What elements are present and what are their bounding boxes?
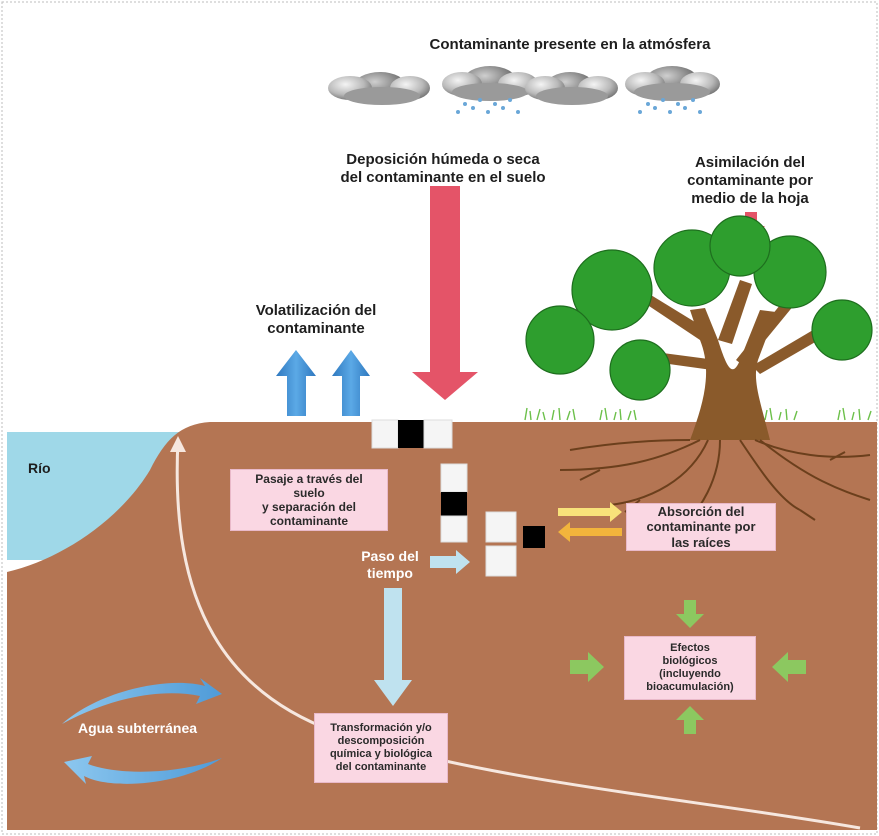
passage-line-2: suelo (293, 485, 325, 500)
time-arrow-down (374, 588, 412, 706)
absorption-box: Absorción del contaminante por las raíce… (626, 503, 776, 551)
effects-line-3: (incluyendo (659, 668, 721, 680)
atmosphere-label: Contaminante presente en la atmósfera (429, 36, 711, 53)
effects-line-1: Efectos (670, 642, 710, 655)
effects-line-2: biológicos (662, 655, 718, 668)
volatilization-line-1: Volatilización del (255, 302, 377, 319)
time-line-2: tiempo (367, 564, 413, 581)
effects-arrow-left (570, 652, 604, 682)
effects-box: Efectos biológicos (incluyendo bioacumul… (624, 636, 756, 700)
deposition-arrow (412, 186, 478, 400)
volatilization-line-2: contaminante (267, 320, 365, 337)
cloud-1 (328, 72, 430, 105)
cloud-4 (625, 66, 720, 101)
absorption-line-3: las raíces (671, 534, 731, 550)
cloud-2 (442, 66, 538, 101)
assimilation-line-2: contaminante por (687, 172, 813, 189)
river-label: Río (28, 460, 51, 476)
groundwater-label: Agua subterránea (78, 720, 198, 736)
passage-box: Pasaje a través del suelo y separación d… (230, 469, 388, 531)
absorption-arrow-left (558, 522, 622, 542)
assimilation-label: Asimilación del contaminante por medio d… (670, 154, 830, 208)
time-line-1: Paso del (361, 548, 419, 564)
effects-line-4: bioacumulación) (646, 680, 734, 693)
transformation-box: Transformación y/o descomposición químic… (314, 713, 448, 783)
tree-foliage (525, 215, 873, 401)
transformation-line-4: del contaminante (335, 760, 427, 773)
deposition-line-1: Deposición húmeda o seca (346, 151, 540, 168)
effects-arrow-top (676, 600, 704, 628)
absorption-line-2: contaminante por (646, 519, 756, 535)
groundwater-arrow-bottom (64, 756, 222, 784)
grass (524, 407, 872, 421)
volatilization-arrow-right (332, 350, 370, 416)
absorption-arrow-right (558, 502, 622, 522)
contaminant-blocks (371, 419, 545, 577)
assimilation-line-3: medio de la hoja (691, 190, 809, 207)
effects-arrow-right (772, 652, 806, 682)
rain-drops-4 (638, 98, 702, 114)
passage-line-4: contaminante (269, 514, 348, 529)
transformation-line-3: química y biológica (329, 748, 433, 760)
passage-line-1: Pasaje a través del (255, 471, 363, 486)
cloud-3 (525, 72, 618, 105)
volatilization-label: Volatilización del contaminante (236, 302, 396, 338)
assimilation-line-1: Asimilación del (694, 154, 806, 171)
passage-line-3: y separación del (261, 500, 357, 514)
deposition-line-2: del contaminante en el suelo (340, 169, 546, 186)
deposition-label: Deposición húmeda o seca del contaminant… (318, 151, 568, 187)
time-arrow-right (430, 550, 470, 574)
time-label: Paso del tiempo (350, 548, 430, 582)
groundwater-arrow-top (62, 678, 222, 724)
time-curve-arrowhead (170, 436, 186, 452)
effects-arrow-bottom (676, 706, 704, 734)
absorption-line-1: Absorción del (657, 504, 745, 519)
transformation-line-1: Transformación y/o (330, 722, 432, 735)
rain-drops-2 (456, 98, 520, 114)
transformation-line-2: descomposición (337, 735, 425, 748)
volatilization-arrow-left (276, 350, 316, 416)
